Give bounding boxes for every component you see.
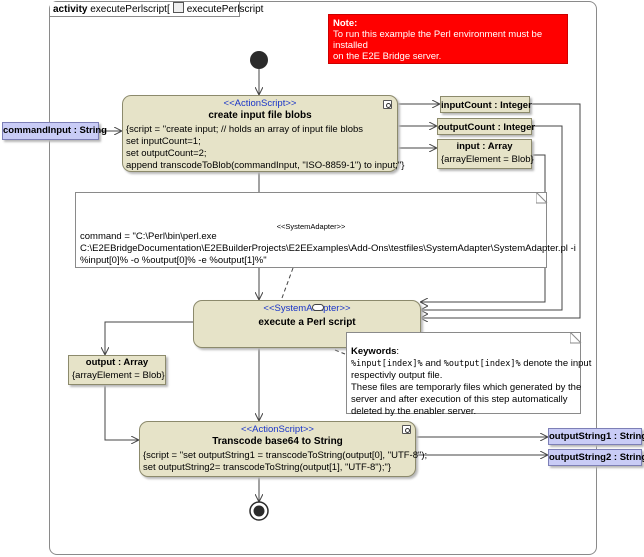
action1-name: create input file blobs	[208, 110, 312, 121]
pin-input-count[interactable]: inputCount : Integer	[440, 96, 532, 113]
keywords-code-output: %output[index]%	[443, 359, 521, 369]
final-node-inner	[253, 505, 265, 517]
action1-code-line-3: set outputCount=2;	[126, 148, 207, 159]
command-note: <<SystemAdapter>> command = "C:\Perl\bin…	[75, 192, 576, 268]
keywords-code-input: %input[index]%	[351, 359, 423, 369]
pin-input-title: input : Array	[456, 141, 513, 152]
initial-node	[250, 51, 268, 69]
frame-name: executePerlscript[	[90, 4, 170, 15]
command-note-line-1: command = "C:\Perl\bin\perl.exe	[80, 231, 217, 242]
keywords-note-body: Keywords: %input[index]% and %output[ind…	[351, 346, 591, 418]
anchor-keywords-note	[334, 349, 346, 355]
flow-inputcount-to-execute	[421, 103, 581, 318]
action1-code: {script = "create input; // holds an arr…	[126, 124, 404, 172]
keywords-line-3: These files are temporarly files which g…	[351, 382, 582, 393]
param-output-string-1-label: outputString1 : String	[549, 431, 644, 442]
flow-outputcount-to-execute	[421, 125, 563, 310]
keywords-rest: denote the input	[520, 358, 592, 369]
anchor-command-note	[281, 267, 294, 299]
pin-output-array[interactable]: output : Array {arrayElement = Blob}	[68, 355, 166, 385]
pin-output-sub: {arrayElement = Blob}	[72, 370, 165, 381]
warning-note: Note: To run this example the Perl envir…	[328, 14, 568, 64]
pin-input-sub: {arrayElement = Blob}	[441, 154, 534, 165]
keywords-line-1: %input[index]% and %output[index]% denot…	[351, 358, 591, 370]
frame-ref: executePerlscript	[186, 4, 264, 15]
keywords-title-line: Keywords:	[351, 346, 591, 358]
pin-output-title: output : Array	[85, 357, 149, 368]
keywords-line-2: respectivly output file.	[351, 370, 443, 381]
command-note-body: command = "C:\Perl\bin\perl.exe C:\E2EBr…	[80, 231, 576, 267]
script-gear-icon	[383, 100, 392, 109]
flow-output-to-transcode	[104, 385, 138, 440]
keywords-line-5: deleted by the enabler server.	[351, 406, 477, 417]
pin-output-count-label: outputCount : Integer	[438, 122, 536, 133]
pin-output-count[interactable]: outputCount : Integer	[437, 118, 536, 135]
action2-stereotype: <<SystemAdapter>>	[263, 303, 351, 314]
frame-keyword: activity	[53, 4, 88, 15]
flow-execute-to-output	[105, 321, 193, 354]
param-output-string-2[interactable]: outputString2 : String	[548, 449, 644, 466]
warning-note-title: Note:	[333, 18, 358, 29]
action1-code-line-1: {script = "create input; // holds an arr…	[126, 124, 364, 135]
param-output-string-2-label: outputString2 : String	[549, 452, 644, 463]
command-note-line-3: %input[0]% -o %output[0]% -e %output[1]%…	[80, 255, 267, 266]
action3-code-line-2: set outputString2= transcodeToString(out…	[143, 462, 392, 473]
action1-code-line-4: append transcodeToBlob(commandInput, "IS…	[126, 160, 405, 171]
warning-note-line-2: on the E2E Bridge server.	[333, 51, 442, 62]
action3-name: Transcode base64 to String	[212, 436, 343, 447]
frame-title: activity executePerlscript[ executePerlsc…	[50, 2, 263, 17]
action3-stereotype: <<ActionScript>>	[241, 424, 314, 435]
note-fold-icon	[570, 332, 582, 344]
warning-note-line-1: To run this example the Perl environment…	[333, 29, 543, 51]
param-command-input-label: commandInput : String	[3, 125, 107, 136]
keywords-line-4: server and after execution of this step …	[351, 394, 568, 405]
param-output-string-1[interactable]: outputString1 : String	[548, 428, 644, 445]
action2-name: execute a Perl script	[258, 317, 356, 328]
keywords-note: Keywords: %input[index]% and %output[ind…	[346, 332, 591, 417]
action1-stereotype: <<ActionScript>>	[223, 98, 297, 109]
command-note-stereotype: <<SystemAdapter>>	[276, 222, 346, 231]
action3-code: {script = "set outputString1 = transcode…	[143, 450, 427, 474]
keywords-title: Keywords	[351, 346, 397, 357]
action3-code-line-1: {script = "set outputString1 = transcode…	[143, 450, 428, 461]
param-command-input[interactable]: commandInput : String	[2, 122, 107, 140]
note-fold-icon	[536, 192, 548, 204]
action1-code-line-2: set inputCount=1;	[126, 136, 201, 147]
system-adapter-icon	[312, 304, 324, 311]
command-note-line-2: C:\E2EBridgeDocumentation\E2EBuilderProj…	[80, 243, 576, 254]
pin-input-count-label: inputCount : Integer	[441, 100, 532, 111]
pin-input-array[interactable]: input : Array {arrayElement = Blob}	[437, 139, 534, 169]
action-transcode-base64[interactable]: <<ActionScript>> Transcode base64 to Str…	[139, 421, 427, 477]
script-gear-icon	[402, 425, 411, 434]
keywords-and: and	[422, 358, 444, 369]
keywords-colon: :	[396, 346, 400, 357]
action-create-input-file-blobs[interactable]: <<ActionScript>> create input file blobs…	[122, 95, 404, 172]
call-behavior-icon	[172, 2, 184, 13]
